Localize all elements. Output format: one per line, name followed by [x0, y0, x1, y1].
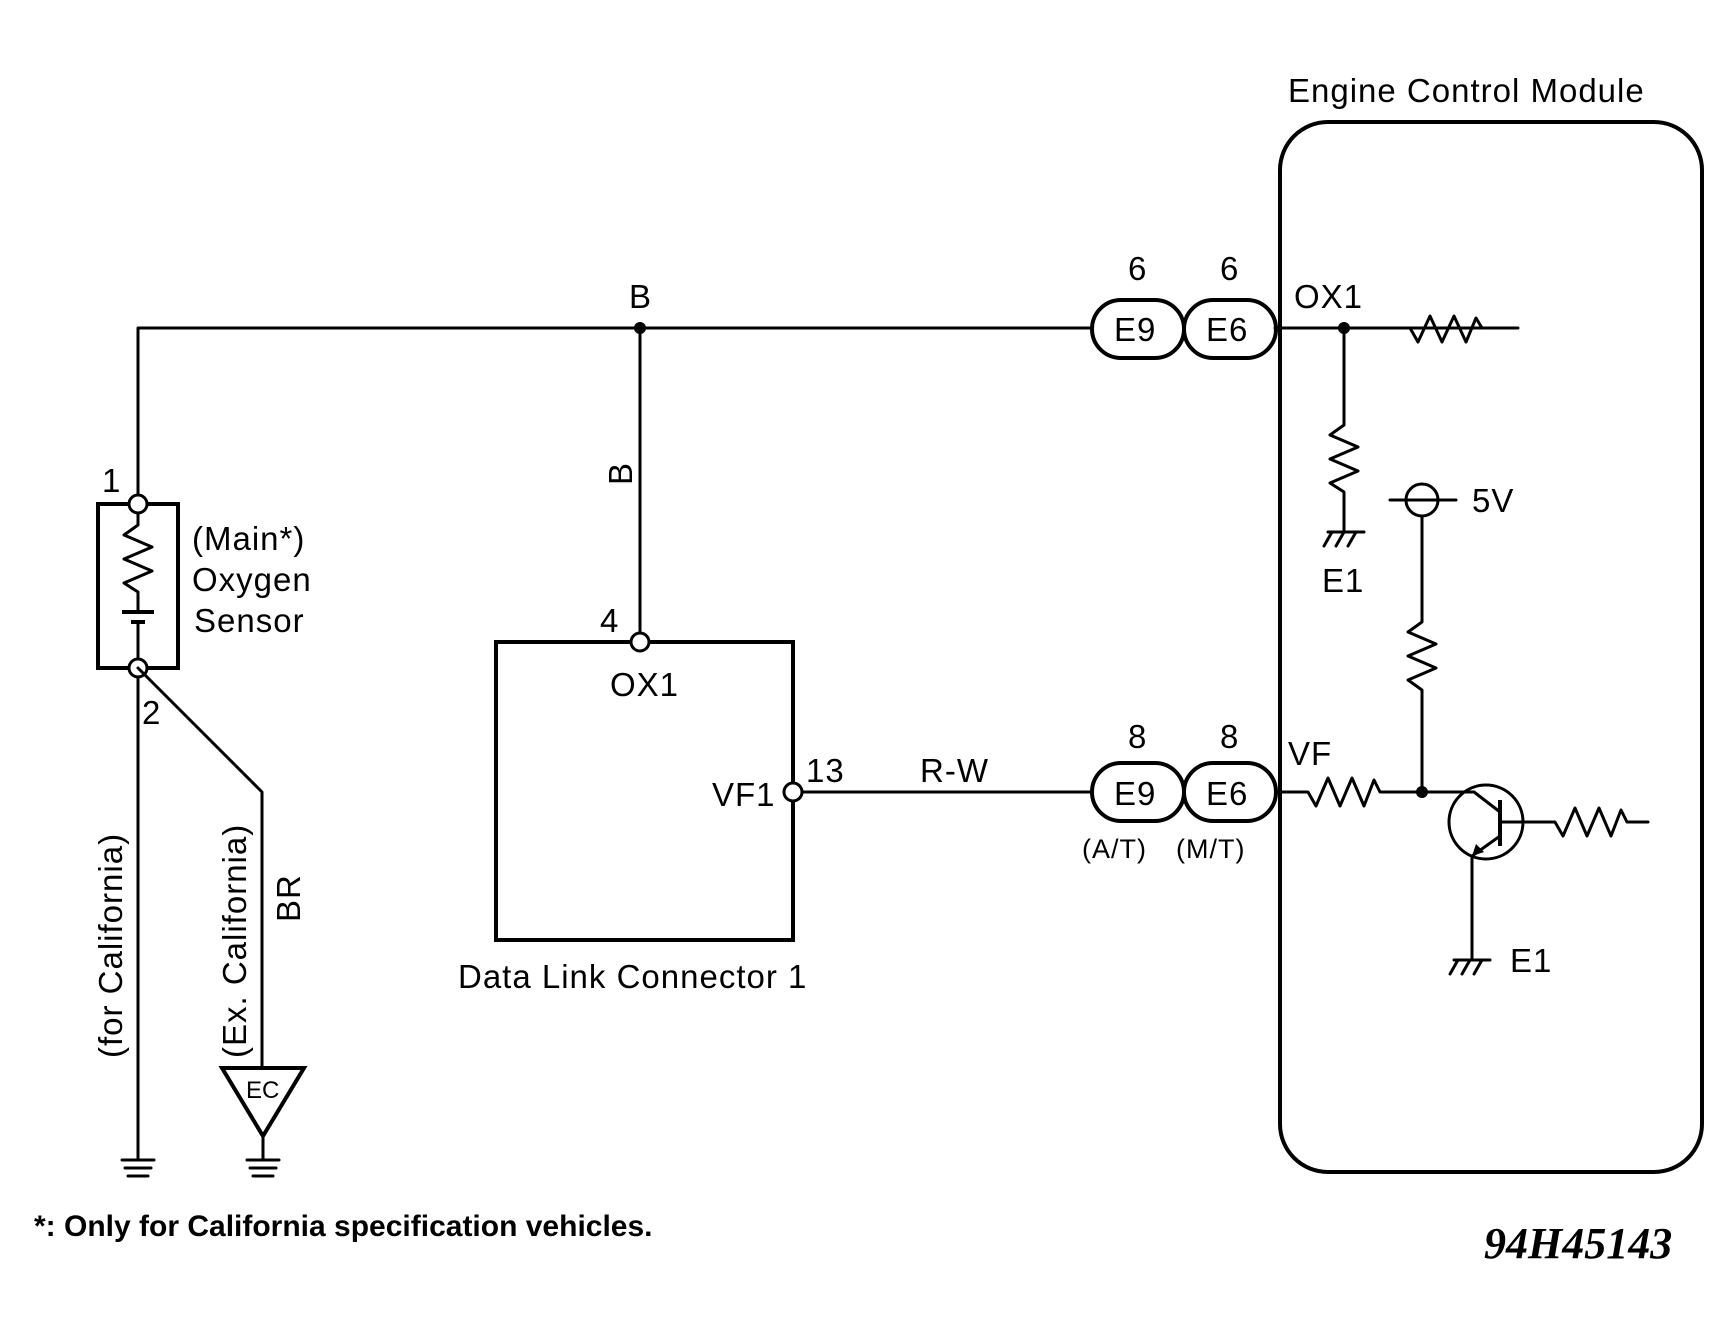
connector-bot-e9-pin: 8 — [1128, 718, 1147, 755]
wire-vertical-color: B — [602, 462, 639, 485]
connector-bot-e6-pin: 8 — [1220, 718, 1239, 755]
resistor-vf-pullup — [1406, 514, 1438, 794]
resistor-transistor-out — [1543, 806, 1650, 838]
sensor-pin1-terminal — [127, 493, 149, 515]
dlc-name: Data Link Connector 1 — [458, 958, 807, 995]
connector-bot-e6-note: (M/T) — [1176, 834, 1245, 864]
wire-top-b — [136, 326, 1520, 499]
sensor-cell-symbol — [122, 610, 154, 661]
wire-ground-color: BR — [270, 874, 307, 922]
branch-california: (for California) — [92, 833, 129, 1058]
dlc-pin-vf1-name: VF1 — [712, 776, 776, 813]
ecm-supply-5v: 5V — [1472, 482, 1514, 519]
sensor-pin2: 2 — [142, 694, 161, 731]
connector-top-e6: E6 — [1182, 298, 1278, 360]
connector-top-e6-pin: 6 — [1220, 250, 1239, 287]
wire-top-color: B — [629, 278, 652, 315]
sensor-heater-resistor — [122, 511, 154, 612]
connector-bot-e6: E6 — [1182, 761, 1278, 823]
dlc-pin-vf1-terminal — [782, 781, 804, 803]
footnote: *: Only for California specification veh… — [34, 1210, 653, 1243]
ecm-box — [1278, 120, 1704, 1174]
ecm-ground-e1-top: E1 — [1322, 562, 1364, 599]
sensor-label-line2: Oxygen — [192, 561, 312, 598]
dlc-pin-ox1-terminal — [629, 631, 651, 653]
connector-bot-e9: E9 — [1090, 761, 1186, 823]
ground-symbol-ecm-e1-bottom — [1448, 958, 1492, 976]
ecm-title: Engine Control Module — [1288, 72, 1645, 109]
svg-text:E6: E6 — [1206, 311, 1248, 348]
connector-top-e9: E9 — [1090, 298, 1186, 360]
diagram-code: 94H45143 — [1484, 1219, 1672, 1268]
svg-text:E9: E9 — [1114, 775, 1156, 812]
ecm-pin-ox1: OX1 — [1294, 278, 1363, 315]
branch-ex-california: (Ex. California) — [216, 824, 253, 1058]
sensor-label-line1: (Main*) — [192, 520, 305, 557]
ground-point-ec-symbol — [218, 1066, 308, 1178]
ground-symbol-ecm-e1-top — [1322, 530, 1366, 548]
connector-bot-e9-note: (A/T) — [1082, 834, 1147, 864]
ground-symbol-california — [120, 1158, 156, 1178]
ground-point-ec: EC — [246, 1077, 279, 1104]
dlc-pin-ox1-num: 4 — [600, 602, 619, 639]
dlc-pin-ox1-name: OX1 — [610, 666, 679, 703]
svg-text:E6: E6 — [1206, 775, 1248, 812]
sensor-pin1: 1 — [102, 462, 121, 499]
wire-signal-color: R-W — [920, 752, 989, 789]
supply-5v-symbol — [1388, 482, 1458, 518]
ecm-pin-vf: VF — [1288, 735, 1332, 772]
transistor-symbol — [1420, 783, 1547, 861]
resistor-vf-series — [1274, 776, 1424, 808]
ecm-ground-e1-bottom: E1 — [1510, 942, 1552, 979]
sensor-label-line3: Sensor — [194, 602, 305, 639]
svg-text:E9: E9 — [1114, 311, 1156, 348]
resistor-ox1-series — [1408, 314, 1484, 344]
wire-ground-ex-california — [136, 666, 264, 1070]
resistor-ox1-pulldown — [1328, 326, 1360, 532]
dlc-pin-vf1-num: 13 — [806, 752, 845, 789]
connector-top-e9-pin: 6 — [1128, 250, 1147, 287]
